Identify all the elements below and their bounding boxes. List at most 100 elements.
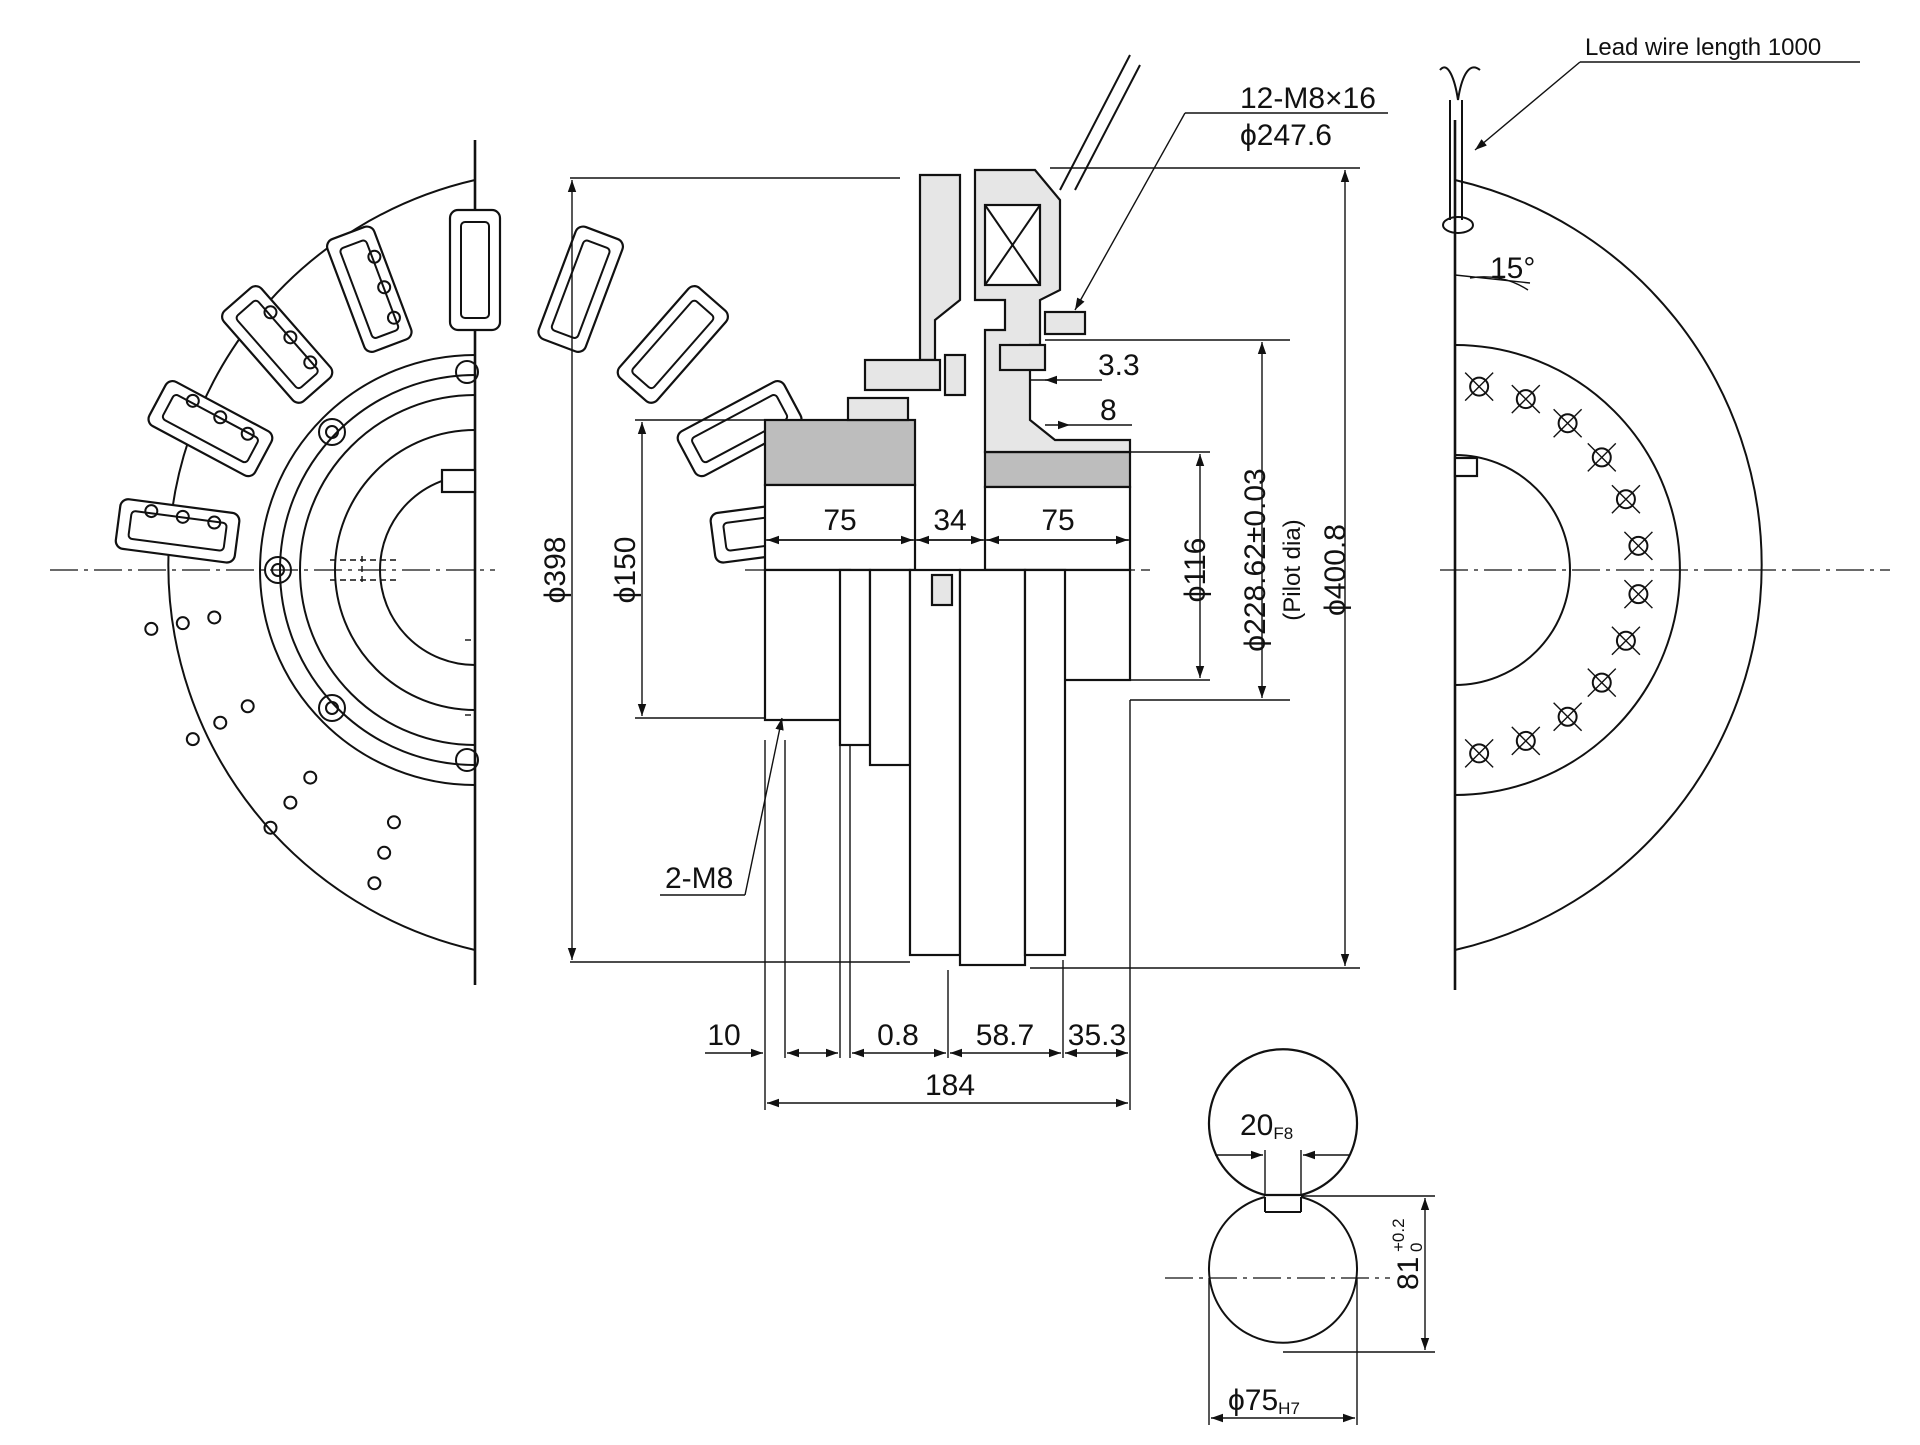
left-vent-holes bbox=[144, 249, 401, 891]
vent-hole bbox=[303, 770, 318, 785]
screws-label: 12-M8×16 bbox=[1240, 82, 1376, 115]
bolt-circle-label: ϕ247.6 bbox=[1240, 119, 1332, 152]
vent-hole bbox=[386, 815, 401, 830]
right-rear-view bbox=[1439, 66, 1890, 990]
friction-pad bbox=[616, 285, 729, 404]
bore: ϕ75H7 bbox=[1228, 1384, 1300, 1418]
vent-hole bbox=[144, 621, 159, 636]
dim-pilot-note: (Pilot dia) bbox=[1279, 519, 1306, 620]
dim-58-7: 58.7 bbox=[976, 1019, 1034, 1052]
armature-disc bbox=[868, 568, 912, 767]
bolt-hole bbox=[1511, 384, 1541, 414]
vent-hole bbox=[367, 249, 382, 264]
dim-400-8: ϕ400.8 bbox=[1319, 524, 1352, 616]
left-friction-pads bbox=[114, 208, 836, 564]
friction-pad bbox=[147, 379, 274, 478]
vent-hole bbox=[240, 699, 255, 714]
keyway-detail bbox=[1165, 1048, 1390, 1344]
dim-398: ϕ398 bbox=[539, 537, 572, 604]
svg-text:+0.2: +0.2 bbox=[1389, 1218, 1408, 1252]
dim-10: 10 bbox=[707, 1019, 740, 1052]
bolt-hole bbox=[1464, 372, 1494, 402]
screw-lower bbox=[998, 343, 1047, 372]
left-keyway bbox=[440, 468, 477, 494]
bolt-hole bbox=[1464, 738, 1494, 768]
bolt-hole bbox=[1587, 668, 1617, 698]
bolt-hole bbox=[1623, 531, 1653, 561]
left-bolt-circles bbox=[264, 360, 479, 772]
friction-pad bbox=[676, 379, 803, 478]
left-hub-top bbox=[763, 418, 917, 487]
field-disc bbox=[958, 568, 1027, 967]
dim-34: 34 bbox=[933, 504, 966, 537]
friction-pad bbox=[221, 285, 334, 404]
bolt-hole bbox=[1587, 442, 1617, 472]
labels: Lead wire length 1000 12-M8×16 ϕ247.6 15… bbox=[539, 34, 1821, 1418]
friction-pad bbox=[325, 225, 413, 353]
field-outer bbox=[1023, 568, 1067, 957]
vent-hole bbox=[213, 410, 228, 425]
dim-150: ϕ150 bbox=[609, 537, 642, 604]
vent-hole bbox=[175, 509, 190, 524]
armature-plate bbox=[838, 568, 872, 747]
bolt-hole bbox=[1611, 626, 1641, 656]
vent-hole bbox=[144, 504, 159, 519]
bolt-left bbox=[863, 358, 942, 392]
dimension-lines bbox=[567, 61, 1860, 1425]
dim-pilot: ϕ228.62±0.03 bbox=[1239, 468, 1272, 651]
vent-hole bbox=[386, 310, 401, 325]
vent-hole bbox=[377, 280, 392, 295]
friction-pad bbox=[537, 225, 625, 353]
dim-75-left: 75 bbox=[823, 504, 856, 537]
vent-hole bbox=[377, 845, 392, 860]
section-view bbox=[745, 54, 1150, 967]
left-hidden-tap bbox=[330, 556, 475, 716]
lead-clamp bbox=[846, 396, 910, 422]
bolt-hole bbox=[1511, 726, 1541, 756]
right-keyway bbox=[1453, 456, 1479, 478]
vent-hole bbox=[283, 330, 298, 345]
lead-wire-label: Lead wire length 1000 bbox=[1585, 34, 1821, 61]
bolt-hole bbox=[1553, 702, 1583, 732]
vent-hole bbox=[240, 426, 255, 441]
bolt-hole bbox=[1611, 484, 1641, 514]
svg-text:81: 81 bbox=[1392, 1257, 1425, 1290]
right-bolt-holes bbox=[1464, 372, 1653, 768]
dim-35-3: 35.3 bbox=[1068, 1019, 1126, 1052]
dim-0-8: 0.8 bbox=[877, 1019, 919, 1052]
dim-3-3: 3.3 bbox=[1098, 349, 1140, 382]
bolt-nut bbox=[943, 353, 967, 397]
right-hub-body bbox=[983, 485, 1132, 572]
screw-upper bbox=[1043, 310, 1087, 336]
left-front-view bbox=[50, 140, 836, 985]
left-hub-body bbox=[763, 483, 917, 572]
dim-184: 184 bbox=[925, 1069, 975, 1102]
vent-hole bbox=[213, 715, 228, 730]
rotor-disc bbox=[908, 568, 962, 957]
friction-pad bbox=[114, 498, 241, 564]
tap-label: 2-M8 bbox=[665, 862, 733, 895]
key-width: 20F8 bbox=[1240, 1109, 1293, 1143]
key-depth: 81 +0.2 0 bbox=[1389, 1218, 1426, 1290]
bolt-hole bbox=[1623, 579, 1653, 609]
angle-label: 15° bbox=[1490, 252, 1535, 285]
vent-hole bbox=[263, 820, 278, 835]
left-hub-lower bbox=[763, 568, 852, 722]
right-hub-top bbox=[983, 450, 1132, 489]
vent-hole bbox=[263, 305, 278, 320]
left-bracket bbox=[918, 173, 962, 362]
vent-hole bbox=[185, 393, 200, 408]
vent-hole bbox=[175, 616, 190, 631]
svg-text:0: 0 bbox=[1407, 1243, 1426, 1252]
vent-hole bbox=[207, 515, 222, 530]
vent-hole bbox=[303, 355, 318, 370]
bolt-hole bbox=[1553, 408, 1583, 438]
dim-75-right: 75 bbox=[1041, 504, 1074, 537]
vent-hole bbox=[283, 795, 298, 810]
vent-hole bbox=[185, 732, 200, 747]
vent-hole bbox=[207, 610, 222, 625]
dim-116: ϕ116 bbox=[1179, 538, 1212, 603]
vent-hole bbox=[367, 876, 382, 891]
dim-8: 8 bbox=[1100, 394, 1117, 427]
